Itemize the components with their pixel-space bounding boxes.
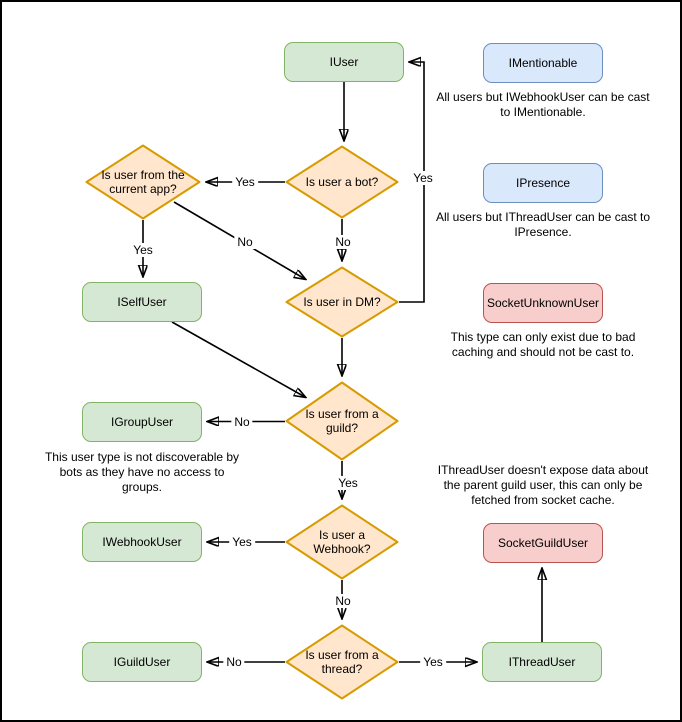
diamond-shape <box>285 381 399 461</box>
node-igroupuser: IGroupUser <box>82 402 202 442</box>
diamond-shape <box>85 144 201 220</box>
diamond-shape <box>285 266 399 338</box>
edge-label-bot-yes: Yes <box>232 175 258 189</box>
node-iwebhookuser: IWebhookUser <box>82 522 202 562</box>
edge-label-guild-no: No <box>231 415 253 429</box>
node-ipresence: IPresence <box>483 163 603 203</box>
decision-current-app: Is user from the current app? <box>85 144 201 220</box>
node-ithreaduser: IThreadUser <box>482 642 602 682</box>
note-ipresence: All users but IThreadUser can be cast to… <box>435 210 651 240</box>
edge-label-current-app-no: No <box>234 235 256 249</box>
edge-iselfuser-to-guild <box>171 321 305 397</box>
node-imentionable: IMentionable <box>483 43 603 83</box>
decision-webhook: Is user a Webhook? <box>285 504 399 580</box>
node-socketunknownuser: SocketUnknownUser <box>483 283 603 323</box>
node-iguilduser: IGuildUser <box>82 642 202 682</box>
edge-label-guild-yes: Yes <box>335 476 361 490</box>
decision-dm: Is user in DM? <box>285 266 399 338</box>
node-socketguilduser: SocketGuildUser <box>483 523 603 563</box>
edge-label-thread-yes: Yes <box>420 655 446 669</box>
decision-thread-label: Is user from a thread? <box>305 647 379 676</box>
edge-label-dm-yes: Yes <box>410 171 436 185</box>
diamond-shape <box>285 145 399 219</box>
decision-webhook-label: Is user a Webhook? <box>313 527 371 556</box>
edge-label-webhook-yes: Yes <box>229 535 255 549</box>
edge-label-thread-no: No <box>223 655 245 669</box>
node-iuser: IUser <box>284 42 404 82</box>
diamond-shape <box>285 504 399 580</box>
note-imentionable: All users but IWebhookUser can be cast t… <box>436 90 650 120</box>
edge-label-webhook-no: No <box>332 594 354 608</box>
decision-guild-label: Is user from a guild? <box>305 406 379 435</box>
decision-guild: Is user from a guild? <box>285 381 399 461</box>
decision-bot-label: Is user a bot? <box>305 174 379 189</box>
diamond-shape <box>285 624 399 700</box>
decision-bot: Is user a bot? <box>285 145 399 219</box>
edge-label-current-app-yes: Yes <box>130 243 156 257</box>
edge-label-bot-no: No <box>332 235 354 249</box>
node-iselfuser: ISelfUser <box>82 282 202 322</box>
note-ithreaduser: IThreadUser doesn't expose data about th… <box>437 463 649 508</box>
decision-thread: Is user from a thread? <box>285 624 399 700</box>
decision-dm-label: Is user in DM? <box>303 294 381 309</box>
decision-current-app-label: Is user from the current app? <box>101 167 185 196</box>
note-socketunknownuser: This type can only exist due to bad cach… <box>450 330 636 360</box>
note-igroupuser: This user type is not discoverable by bo… <box>44 450 240 495</box>
